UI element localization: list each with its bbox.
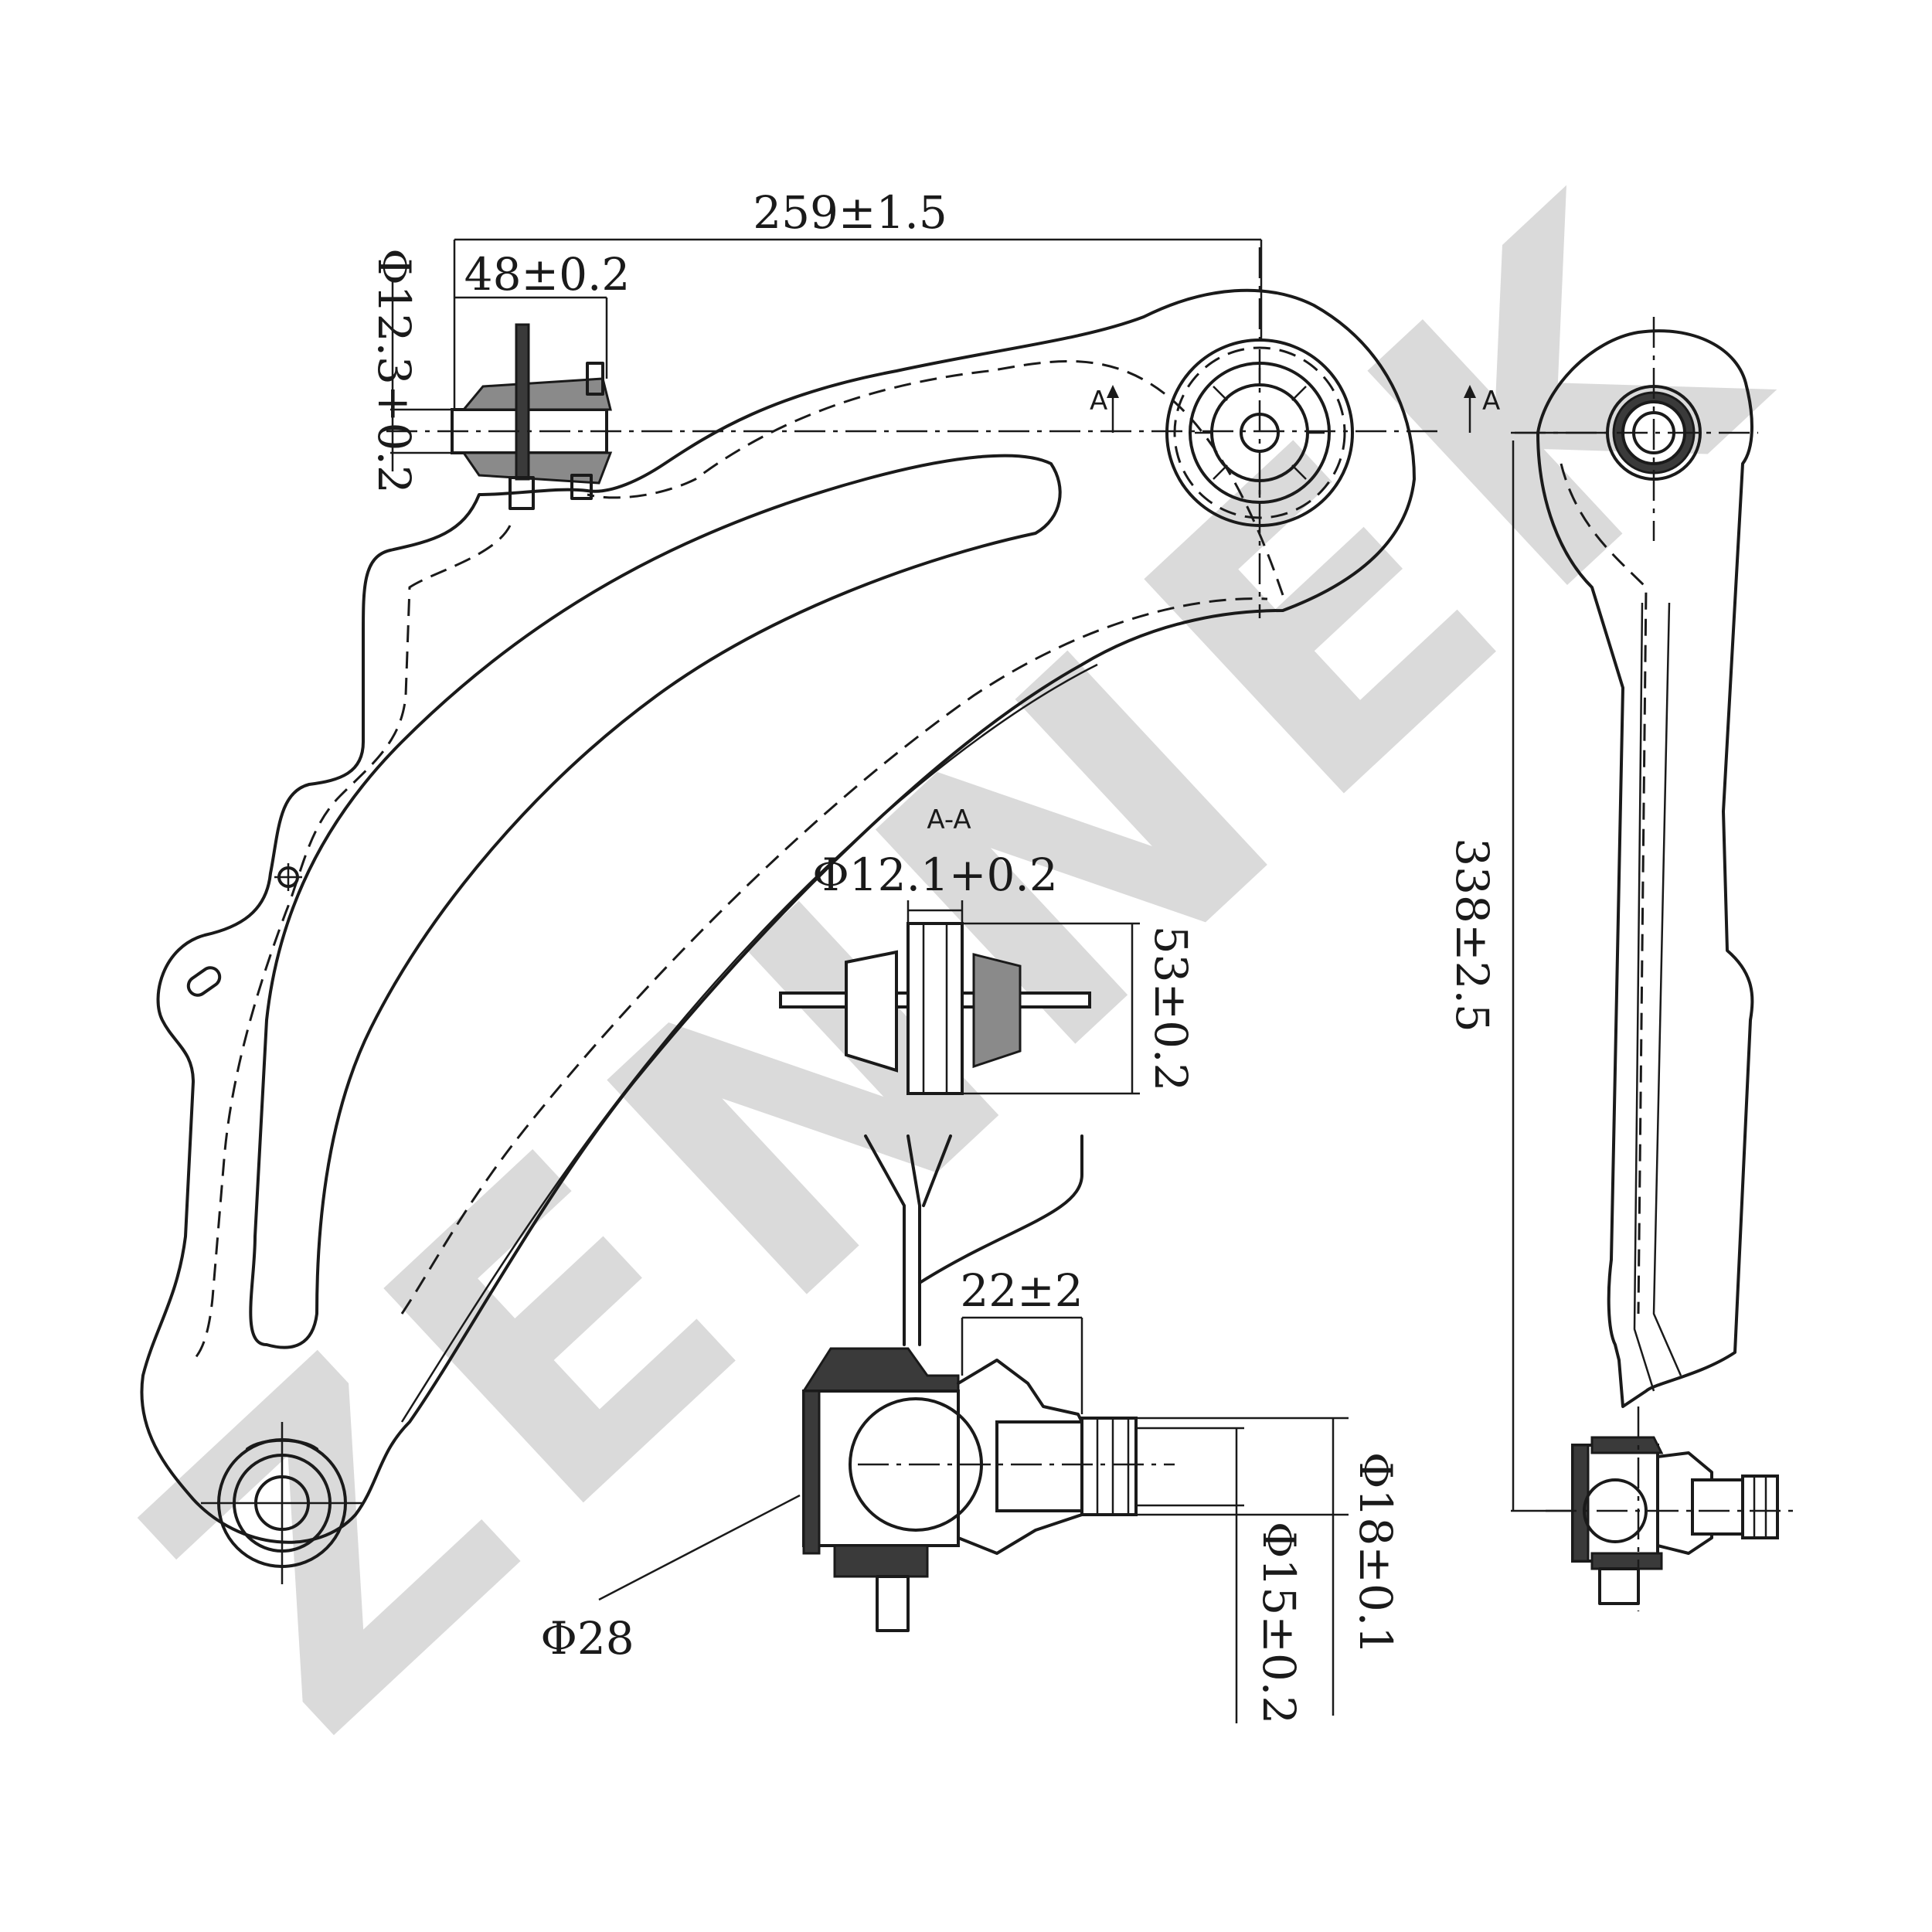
- section-marker-left-label: A: [1090, 386, 1107, 417]
- stud-diameter-small-label: Φ15±0.2: [1253, 1522, 1305, 1724]
- stud-diameter-large-label: Φ18±0.1: [1349, 1452, 1402, 1655]
- stud-small: [1080, 1417, 1138, 1516]
- section-marker-left: A: [1090, 385, 1119, 433]
- dimension-overall-length: 259±1.5: [453, 186, 1263, 410]
- lower-ball-joint-top-view: [201, 1422, 363, 1584]
- side-arm-outline: [1536, 329, 1754, 1408]
- bushing-width-label: 48±0.2: [464, 248, 631, 301]
- section-title: A-A: [927, 804, 971, 835]
- bushing-bore-label: Φ12.3+0.2: [368, 248, 420, 494]
- section-marker-right: A: [1464, 385, 1500, 433]
- arm-inner-dashed-outline: [192, 359, 1284, 1362]
- stud-large: [995, 1420, 1083, 1512]
- dimension-bushing-bore: Φ12.3+0.2: [368, 248, 479, 494]
- arm-outer-outline: [140, 288, 1416, 1544]
- arm-inner-slot: [249, 454, 1062, 1349]
- arm-edge-line: [400, 663, 1098, 1423]
- section-sleeve: [906, 922, 964, 1095]
- section-bore-label: Φ12.1+0.2: [812, 849, 1058, 901]
- ball-diameter-label: Φ28: [540, 1612, 634, 1665]
- overall-length-label: 259±1.5: [753, 186, 947, 239]
- slot-hole: [186, 966, 222, 997]
- dimension-bushing-width: 48±0.2: [454, 248, 630, 379]
- side-view: 338±2.5: [1446, 317, 1793, 1611]
- section-height-label: 53±0.2: [1145, 926, 1197, 1092]
- stud-offset-label: 22±2: [960, 1264, 1083, 1317]
- section-marker-right-label: A: [1482, 386, 1500, 417]
- section-a-a: A-A Φ12.1+0.2 53±0.2: [779, 804, 1197, 1095]
- control-arm-main-view: [140, 247, 1437, 1584]
- front-bushing: [451, 323, 613, 510]
- ball-joint-section: 22±2 Φ28 Φ18±0.1 Φ15±0.2: [540, 1134, 1402, 1724]
- side-length-label: 338±2.5: [1446, 838, 1498, 1032]
